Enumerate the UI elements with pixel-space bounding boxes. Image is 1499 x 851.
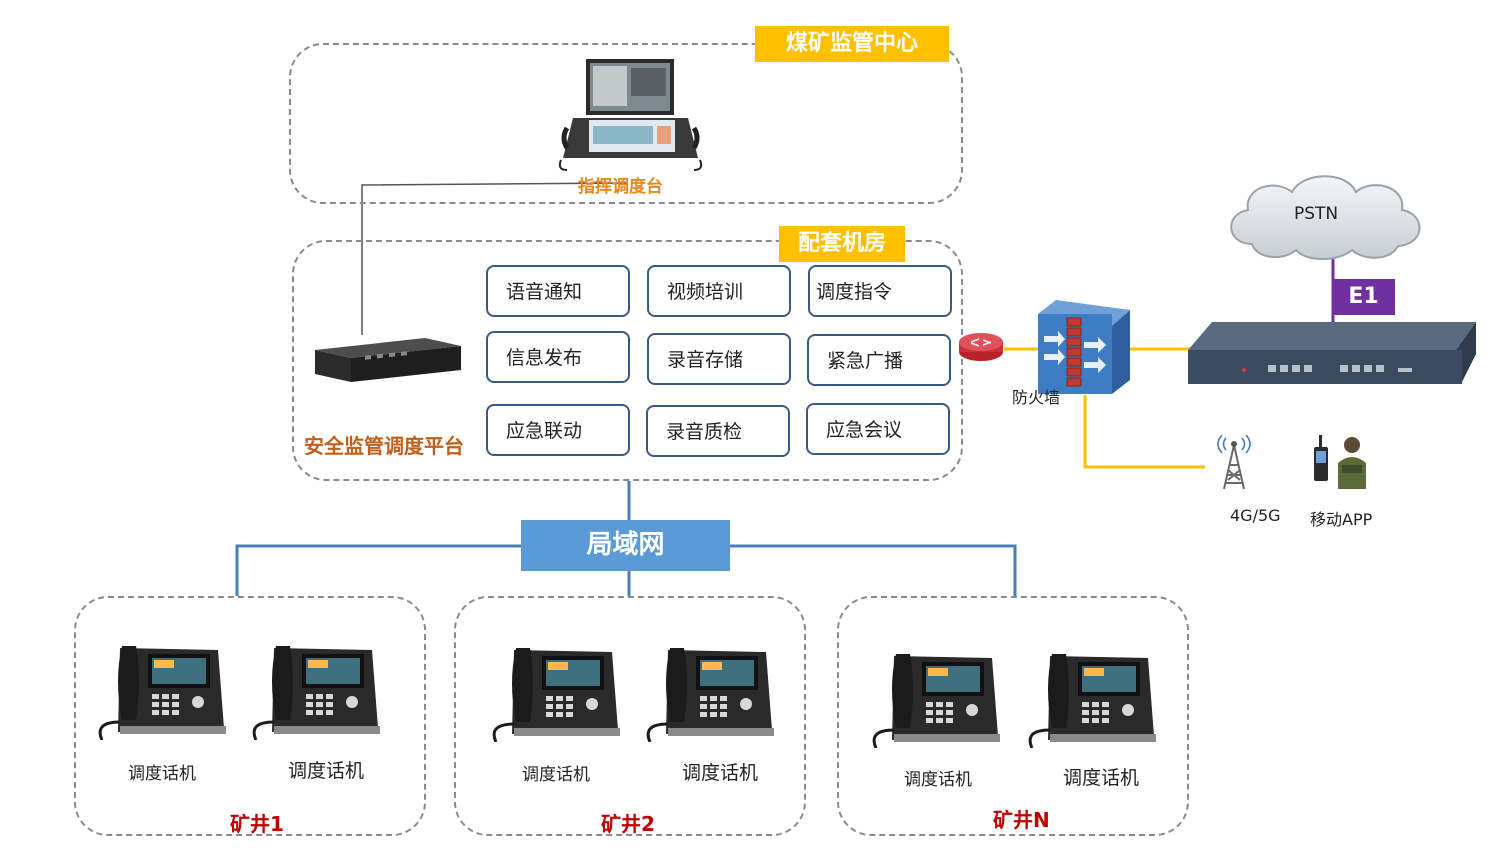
- supervision-center-zone: [289, 43, 963, 204]
- cloud-icon[interactable]: [1222, 170, 1430, 262]
- mine-1-label: 矿井1: [230, 812, 284, 836]
- function-video-training[interactable]: 视频培训: [647, 265, 791, 317]
- e1-tag: E1: [1332, 279, 1395, 315]
- phone-label: 调度话机: [682, 762, 759, 784]
- desk-phone-icon[interactable]: [488, 642, 620, 742]
- mine-n-label: 矿井N: [993, 808, 1050, 832]
- mine-2-label: 矿井2: [601, 812, 655, 836]
- phone-label: 调度话机: [128, 764, 196, 784]
- firewall-icon[interactable]: [1034, 298, 1132, 396]
- desk-phone-icon[interactable]: [248, 640, 380, 740]
- machine-room-tag: 配套机房: [779, 226, 905, 262]
- firewall-wireless-link: [1083, 395, 1205, 469]
- lan-bus: [235, 544, 521, 596]
- cell-tower-icon[interactable]: [1214, 435, 1254, 491]
- lan-bus-right: [730, 544, 1017, 596]
- function-dispatch-command[interactable]: 调度指令: [808, 265, 952, 317]
- router-icon[interactable]: [956, 330, 1006, 364]
- desk-phone-icon[interactable]: [868, 648, 1000, 748]
- supervision-center-tag: 煤矿监管中心: [755, 26, 949, 62]
- desk-phone-icon[interactable]: [94, 640, 226, 740]
- mobile-user-icon[interactable]: [1310, 433, 1370, 491]
- function-record-storage[interactable]: 录音存储: [647, 333, 791, 385]
- phone-label: 调度话机: [288, 760, 365, 782]
- console-platform-link: [361, 182, 629, 335]
- function-voice-notify[interactable]: 语音通知: [486, 265, 630, 317]
- function-emergency-broadcast[interactable]: 紧急广播: [807, 334, 951, 386]
- lan-tag: 局域网: [521, 520, 730, 571]
- mobile-app-label: 移动APP: [1310, 510, 1373, 529]
- phone-label: 调度话机: [904, 770, 972, 790]
- pstn-label: PSTN: [1294, 204, 1339, 224]
- platform-label: 安全监管调度平台: [304, 434, 464, 458]
- function-emergency-meeting[interactable]: 应急会议: [806, 403, 950, 455]
- desk-phone-icon[interactable]: [642, 642, 774, 742]
- mine-n-zone: [837, 596, 1189, 836]
- function-emergency-linkage[interactable]: 应急联动: [486, 404, 630, 456]
- gateway-icon[interactable]: [1186, 320, 1480, 386]
- phone-label: 调度话机: [1063, 767, 1140, 789]
- function-info-publish[interactable]: 信息发布: [486, 331, 630, 383]
- mine-2-zone: [454, 596, 806, 836]
- desk-phone-icon[interactable]: [1024, 648, 1156, 748]
- function-record-qc[interactable]: 录音质检: [646, 405, 790, 457]
- phone-label: 调度话机: [522, 765, 590, 785]
- console-label: 指挥调度台: [578, 177, 663, 197]
- rack-server-icon[interactable]: [305, 332, 465, 392]
- firewall-label: 防火墙: [1012, 388, 1061, 407]
- lte-label: 4G/5G: [1230, 506, 1281, 525]
- mine-1-zone: [74, 596, 426, 836]
- machine-room-zone: [292, 240, 963, 481]
- dispatch-console-icon[interactable]: [553, 56, 708, 176]
